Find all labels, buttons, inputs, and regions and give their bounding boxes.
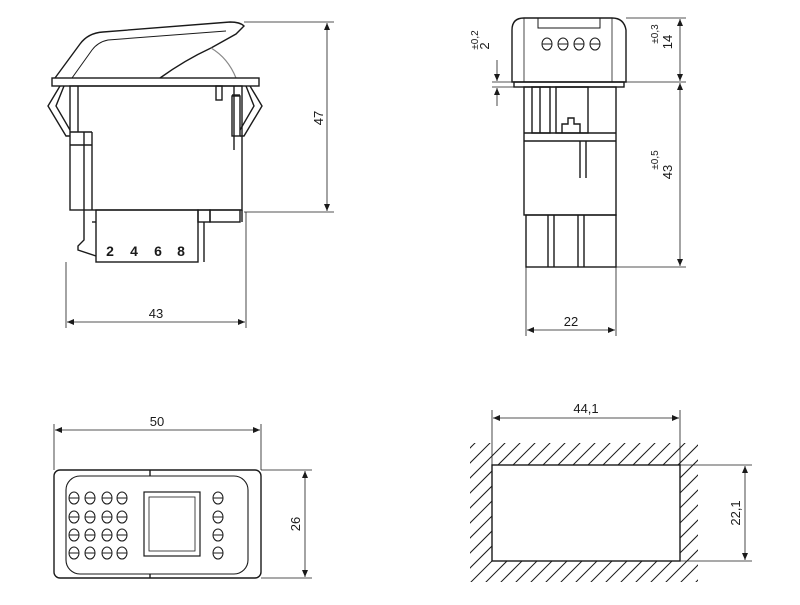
cutout-width-label: 44,1 xyxy=(573,401,598,416)
connector-block xyxy=(95,209,199,263)
head-tolerance-label: ±0,2 xyxy=(470,30,481,50)
left-clip xyxy=(47,85,70,137)
front-view xyxy=(511,17,627,268)
front-view-dimensions xyxy=(492,17,686,336)
front-flange xyxy=(513,81,625,88)
cutout-dimensions xyxy=(491,410,752,562)
head-value-label: 2 xyxy=(477,42,492,49)
side-height-label: 47 xyxy=(311,111,326,125)
pin-label: 8 xyxy=(177,243,185,259)
body-tolerance-label: ±0,5 xyxy=(650,150,661,170)
side-width-label: 43 xyxy=(149,306,163,321)
body-value-label: 43 xyxy=(660,165,675,179)
top-outer-frame xyxy=(53,469,262,579)
contact-grid xyxy=(68,491,224,560)
rocker-actuator xyxy=(54,21,245,79)
side-view-dimensions xyxy=(65,21,334,328)
top-tolerance-label: ±0,3 xyxy=(650,24,661,44)
cap-contacts xyxy=(541,37,601,51)
pin-label: 6 xyxy=(154,243,162,259)
front-width-label: 22 xyxy=(564,314,578,329)
top-view xyxy=(53,469,262,579)
top-width-label: 50 xyxy=(150,414,164,429)
switch-body xyxy=(69,85,243,211)
indicator-window xyxy=(143,491,201,557)
cutout-opening xyxy=(491,464,681,562)
cutout-height-label: 22,1 xyxy=(728,500,743,525)
top-height-label: 26 xyxy=(288,517,303,531)
side-view xyxy=(47,21,263,263)
bezel-flange xyxy=(51,77,260,87)
front-body xyxy=(523,86,617,216)
pin-label: 2 xyxy=(106,243,114,259)
top-view-dimensions xyxy=(53,424,312,579)
front-lower-block xyxy=(525,214,617,268)
top-value-label: 14 xyxy=(660,35,675,49)
side-view-pin-labels: 2 4 6 8 xyxy=(106,243,185,259)
cutout-hatch xyxy=(470,443,698,582)
pin-label: 4 xyxy=(130,243,138,259)
